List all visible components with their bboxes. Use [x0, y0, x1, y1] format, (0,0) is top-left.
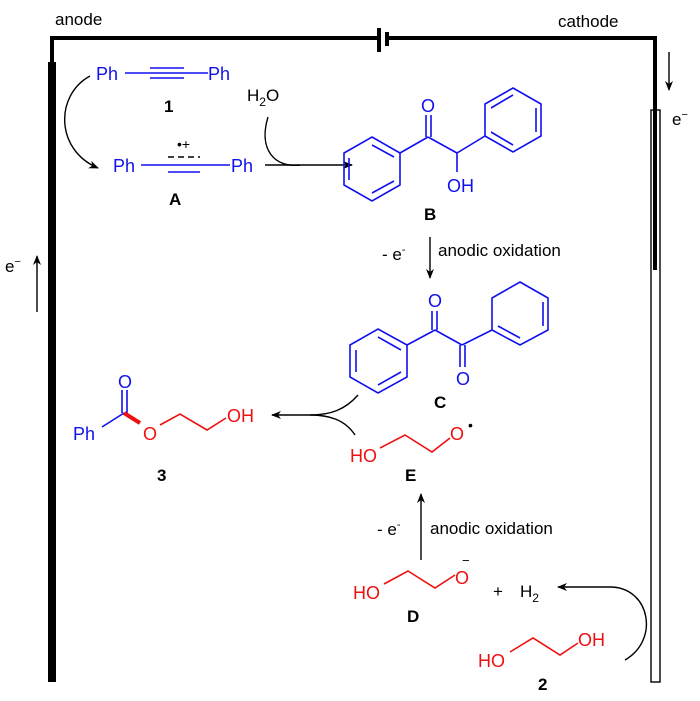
anode-label: anode	[55, 10, 102, 29]
radical-cation-charge: •+	[177, 136, 190, 152]
hydrogen-gas: H2	[520, 582, 539, 605]
hydroxyl: OH	[227, 406, 254, 426]
ph-left: Ph	[96, 64, 118, 84]
arrow-curve-from-C	[309, 394, 359, 416]
ho: HO	[478, 651, 505, 671]
reduction-arrow-to-H2	[557, 583, 648, 661]
minus-electron-2: - e-	[377, 519, 401, 539]
compound-label-A: A	[169, 190, 181, 209]
arrow-to-3	[271, 411, 356, 436]
ph: Ph	[73, 424, 95, 444]
compound-2-ethylene-glycol: HO OH 2	[478, 630, 605, 694]
negative-charge: −	[462, 553, 470, 568]
carbonyl-o: O	[118, 372, 132, 392]
radical-dot: •	[468, 417, 473, 433]
compound-label-C: C	[434, 393, 446, 412]
compound-label-D: D	[407, 607, 419, 626]
anode-electrode	[48, 62, 56, 682]
ester-o: O	[143, 424, 157, 444]
compound-label-E: E	[405, 466, 416, 485]
compound-3-ester: Ph O O OH 3	[73, 372, 254, 485]
electron-label-anode: e−	[5, 256, 21, 276]
compound-1-diphenylacetylene: Ph Ph 1	[96, 64, 230, 116]
compound-label-1: 1	[164, 97, 173, 116]
oxidation-arrow-1-to-A	[64, 75, 99, 169]
cathode-label: cathode	[558, 12, 619, 31]
alkoxide-o: O	[455, 568, 469, 588]
ph-left: Ph	[113, 156, 135, 176]
o-radical: O	[450, 424, 464, 444]
plus-sign: +	[493, 582, 503, 601]
compound-B-benzoin: O OH B	[343, 87, 542, 224]
carbonyl-o-2: O	[456, 369, 470, 389]
oh: OH	[578, 630, 605, 650]
ho: HO	[353, 583, 380, 603]
ho: HO	[350, 446, 377, 466]
wire-left	[50, 36, 378, 62]
compound-E-alkoxy-radical: HO O • E	[350, 417, 473, 485]
electron-label-cathode: e−	[672, 109, 688, 129]
ph-right: Ph	[208, 64, 230, 84]
compound-C-benzil: O O C	[349, 281, 549, 412]
minus-electron-1: - e-	[382, 244, 406, 264]
wire-right	[388, 36, 657, 110]
hydroxyl: OH	[447, 176, 474, 196]
anodic-oxidation-label-1: anodic oxidation	[438, 241, 561, 260]
compound-D-alkoxide: HO O − D	[353, 553, 470, 626]
carbonyl-o: O	[421, 96, 435, 116]
compound-label-2: 2	[538, 675, 547, 694]
compound-label-3: 3	[157, 466, 166, 485]
compound-A-radical-cation: Ph •+ Ph A	[113, 136, 253, 209]
water-label: H2O	[247, 86, 279, 109]
ph-right: Ph	[231, 156, 253, 176]
carbonyl-o-1: O	[428, 291, 442, 311]
circuit	[48, 28, 661, 683]
anodic-oxidation-label-2: anodic oxidation	[430, 519, 553, 538]
water-attack-arrow	[264, 116, 301, 166]
compound-label-B: B	[424, 205, 436, 224]
